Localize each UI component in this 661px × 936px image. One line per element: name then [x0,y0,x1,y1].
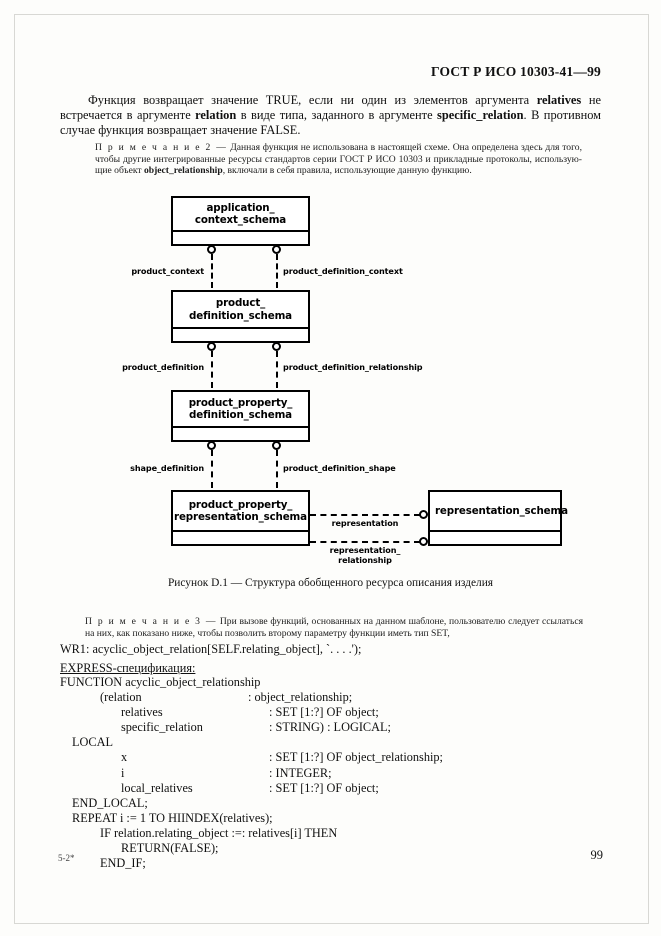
express-code-block: FUNCTION acyclic_object_relationship(rel… [60,675,443,871]
express-param-type: : SET [1:?] OF object_relationship; [269,750,443,765]
intro-text-3: в виде типа, заданного в аргументе [236,108,438,123]
entity-box-product-property-definition-schema[interactable]: product_property_ definition_schema [171,390,310,442]
express-param-name: x [121,750,128,765]
entity-box-product-definition-schema-label: product_ definition_schema [189,297,292,322]
relationship-circle-product-definition-shape[interactable] [272,441,281,450]
entity-box-product-property-representation-schema-label: product_property_ representation_schema [174,498,307,523]
note-2-label: П р и м е ч а н и е 2 — [95,142,228,153]
express-code-line: (relation : object_relationship; [60,690,443,705]
express-param-type: : object_relationship; [248,690,353,705]
express-code-line: END_LOCAL; [72,795,148,810]
document-header: ГОСТ Р ИСО 10303-41—99 [431,64,601,79]
intro-bold-relation: relation [195,108,237,123]
entity-box-bar [172,530,309,544]
express-param-type: : SET [1:?] OF object; [269,705,379,720]
express-code-line: relatives : SET [1:?] OF object; [60,705,443,720]
relationship-circle-product-context[interactable] [207,245,216,254]
relationship-circle-shape-definition[interactable] [207,441,216,450]
edge-label-representation-relationship: representation_ relationship [329,545,401,565]
note-3-text: При вызове функций, основанных на данном… [85,616,583,639]
express-code-line: x : SET [1:?] OF object_relationship; [60,750,443,765]
connector-product-context[interactable] [211,254,213,288]
edge-label-representation: representation [331,518,399,528]
express-code-line: END_IF; [100,856,146,871]
express-code-line: i : INTEGER; [60,766,443,781]
express-param-name: i [121,765,125,780]
note-3-label: П р и м е ч а н и е 3 — [85,616,218,627]
connector-product-definition-context[interactable] [276,254,278,288]
intro-bold-relatives: relatives [536,93,582,107]
intro-paragraph: Функция возвращает значение TRUE, если н… [60,93,601,139]
edge-label-product-definition-shape: product_definition_shape [283,463,396,473]
entity-box-bar [172,230,309,244]
intro-bold-specific-relation: specific_relation [437,108,524,123]
express-code-line: FUNCTION acyclic_object_relationship [60,675,261,689]
note-2: П р и м е ч а н и е 2 — Данная функция н… [95,142,582,177]
entity-box-product-definition-schema[interactable]: product_ definition_schema [171,290,310,343]
express-code-line: IF relation.relating_object :=: relative… [100,825,338,840]
note-3: П р и м е ч а н и е 3 — При вызове функц… [85,616,583,639]
intro-text-4: . В противном случае функция возвращает … [60,108,601,138]
express-param-name: specific_relation [121,720,203,735]
entity-box-product-property-definition-schema-label: product_property_ definition_schema [188,396,293,421]
edge-label-product-definition-relationship: product_definition_relationship [283,362,423,372]
relationship-circle-product-definition[interactable] [207,342,216,351]
entity-box-bar [429,530,561,544]
figure-caption: Рисунок D.1 — Структура обобщенного ресу… [167,577,494,589]
footer-page-number: 99 [590,848,604,862]
express-param-type: : STRING) : LOGICAL; [269,720,391,735]
express-param-type: : SET [1:?] OF object; [269,780,379,795]
note-2-text-1: Данная функция не использована в настоящ… [95,142,582,177]
connector-representation-relationship[interactable] [310,541,420,543]
entity-box-application-context-schema[interactable]: application_ context_schema [171,196,310,246]
intro-text-1: Функция возвращает значение TRUE, если н… [88,93,537,107]
relationship-circle-representation-relationship[interactable] [419,537,428,546]
note-2-text-2: , включали в себя правила, использующие … [222,165,472,177]
express-param-name: (relation [100,690,142,705]
connector-product-definition[interactable] [211,351,213,388]
entity-box-bar [172,327,309,341]
edge-label-product-context: product_context [131,266,204,276]
express-param-name: local_relatives [121,780,193,795]
entity-box-application-context-schema-label: application_ context_schema [194,201,287,226]
express-code-line: LOCAL [72,735,113,750]
express-code-line: specific_relation : STRING) : LOGICAL; [60,720,443,735]
footer-signature: 5-2* [58,853,75,863]
note-2-bold-object-relationship: object_relationship [143,165,223,177]
entity-box-representation-schema-label: representation_schema [435,504,568,517]
entity-box-bar [172,426,309,440]
edge-label-product-definition-context: product_definition_context [283,266,403,276]
express-param-type: : INTEGER; [269,765,332,780]
express-code-line: REPEAT i := 1 TO HIINDEX(relatives); [72,810,273,825]
wr1-line: WR1: acyclic_object_relation[SELF.relati… [60,642,362,656]
express-specification-heading: EXPRESS-спецификация: [60,661,196,675]
edge-label-shape-definition: shape_definition [130,463,204,473]
entity-box-representation-schema[interactable]: representation_schema [428,490,568,546]
entity-box-product-property-representation-schema[interactable]: product_property_ representation_schema [171,490,310,546]
express-param-name: relatives [121,705,163,720]
express-code-line: RETURN(FALSE); [121,841,219,856]
relationship-circle-product-definition-relationship[interactable] [272,342,281,351]
connector-product-definition-shape[interactable] [276,450,278,488]
intro-text-2: не встречается в аргументе [60,93,601,123]
relationship-circle-representation[interactable] [419,510,428,519]
connector-product-definition-relationship[interactable] [276,351,278,388]
connector-representation[interactable] [310,514,420,516]
edge-label-product-definition: product_definition [122,362,204,372]
relationship-circle-product-definition-context[interactable] [272,245,281,254]
connector-shape-definition[interactable] [211,450,213,488]
express-code-line: local_relatives : SET [1:?] OF object; [60,781,443,796]
